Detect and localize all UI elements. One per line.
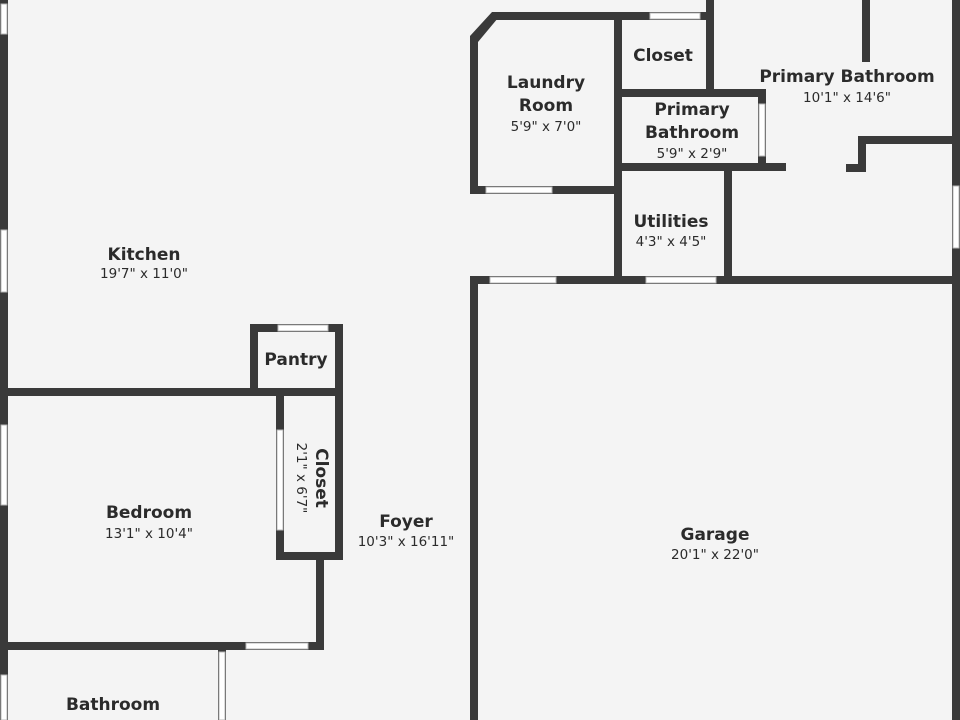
window <box>485 186 553 194</box>
wall <box>470 36 478 194</box>
room-name: Garage <box>681 525 750 545</box>
room-name: Room <box>519 96 573 116</box>
wall <box>858 136 866 172</box>
wall <box>276 552 343 560</box>
room-name: Bathroom <box>66 695 160 715</box>
wall <box>862 0 870 62</box>
room-dimensions: 20'1" x 22'0" <box>671 547 759 563</box>
window <box>758 103 766 157</box>
wall <box>614 163 786 171</box>
wall <box>335 324 343 560</box>
window <box>218 651 226 720</box>
wall <box>316 552 324 650</box>
wall <box>706 0 714 92</box>
room-dimensions: 5'9" x 2'9" <box>657 146 728 162</box>
room-name: Primary Bathroom <box>759 67 934 87</box>
window <box>0 424 8 506</box>
wall <box>858 136 960 144</box>
room-name: Laundry <box>507 73 585 93</box>
room-name: Primary <box>654 100 729 120</box>
window <box>0 3 8 35</box>
window <box>0 674 8 720</box>
wall <box>0 642 324 650</box>
room-name: Bathroom <box>645 123 739 143</box>
room-name: Kitchen <box>108 245 181 265</box>
exterior-wall-right <box>952 0 960 720</box>
wall <box>492 12 714 20</box>
room-dimensions: 5'9" x 7'0" <box>511 119 582 135</box>
wall <box>614 12 622 282</box>
wall <box>250 324 258 396</box>
window <box>489 276 557 284</box>
room-labels: Kitchen 19'7" x 11'0" Laundry Room 5'9" … <box>66 46 935 715</box>
room-name: Pantry <box>264 350 327 370</box>
room-dimensions: 2'1" x 6'7" <box>293 443 309 514</box>
room-name: Bedroom <box>106 503 192 523</box>
window <box>245 642 309 650</box>
room-dimensions: 4'3" x 4'5" <box>636 234 707 250</box>
exterior-wall-left <box>0 0 8 720</box>
wall <box>614 89 766 97</box>
room-dimensions: 19'7" x 11'0" <box>100 266 188 282</box>
room-name: Utilities <box>633 212 708 232</box>
window <box>649 12 701 20</box>
window <box>276 429 284 531</box>
room-dimensions: 10'1" x 14'6" <box>803 90 891 106</box>
room-dimensions: 10'3" x 16'11" <box>358 534 455 550</box>
window <box>0 229 8 293</box>
room-name: Foyer <box>379 512 433 532</box>
wall <box>470 276 478 720</box>
room-dimensions: 13'1" x 10'4" <box>105 526 193 542</box>
wall <box>470 12 498 42</box>
windows <box>0 3 960 720</box>
window <box>645 276 717 284</box>
window <box>277 324 329 332</box>
room-name: Closet <box>633 46 693 66</box>
wall <box>724 163 732 282</box>
window <box>952 185 960 249</box>
room-name: Closet <box>311 448 331 508</box>
wall <box>0 388 343 396</box>
wall <box>846 164 866 172</box>
